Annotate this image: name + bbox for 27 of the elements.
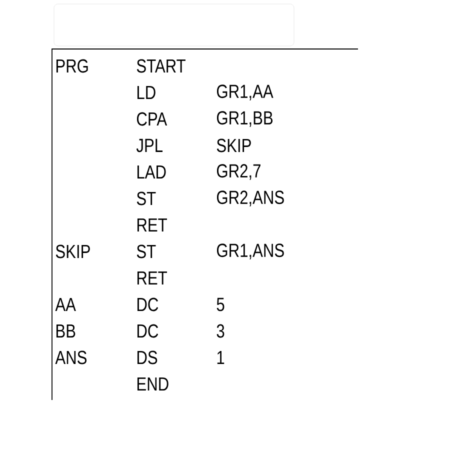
code-text: START [136, 59, 186, 73]
code-text: CPA [136, 112, 168, 126]
code-text: ST [136, 244, 156, 258]
code-text: 3 [216, 324, 224, 338]
code-text: RET [137, 271, 167, 285]
code-text: AA [55, 298, 76, 312]
code-text: GR1,BB [216, 111, 273, 127]
code-text: GR2,7 [216, 164, 260, 180]
code-text: DC [137, 298, 158, 312]
code-text: GR1,ANS [216, 244, 284, 260]
code-text: 5 [216, 298, 224, 312]
code-text: ANS [55, 350, 87, 364]
code-text: 1 [217, 350, 224, 364]
code-text: DS [137, 350, 158, 364]
code-text: GR1,AA [216, 84, 274, 100]
code-text: GR2,ANS [216, 190, 284, 206]
code-text: PRG [56, 59, 88, 73]
code-text: LD [137, 86, 156, 100]
code-text: ST [136, 192, 156, 206]
code-text: LAD [137, 165, 166, 179]
code-text: END [137, 377, 168, 391]
code-text: JPL [136, 138, 163, 152]
code-text: SKIP [216, 138, 251, 152]
code-text: RET [137, 218, 167, 232]
code-text: SKIP [56, 244, 90, 258]
code-text: DC [137, 324, 158, 338]
code-text: BB [56, 324, 76, 338]
